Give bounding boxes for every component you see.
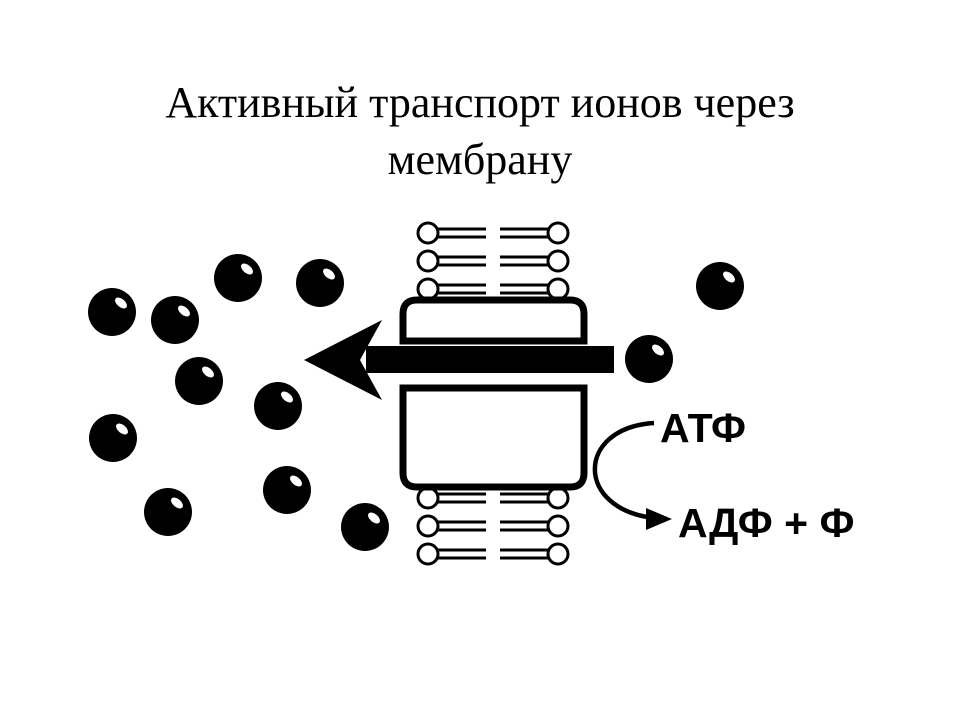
ion-icon (263, 466, 311, 514)
phospholipid-icon (416, 542, 570, 566)
ion-icon (88, 288, 136, 336)
phospholipid-icon (416, 514, 570, 538)
phospholipid-icon (416, 486, 570, 510)
title-line-1: Активный транспорт ионов через (165, 78, 795, 127)
curved-arrow-icon (592, 420, 672, 530)
ion-icon (151, 296, 199, 344)
title-line-2: мембрану (387, 135, 573, 184)
ion-icon (625, 335, 673, 383)
ion-icon (341, 503, 389, 551)
ion-icon (296, 259, 344, 307)
upper-lipid-layer (416, 221, 570, 301)
ion-icon (696, 262, 744, 310)
atp-label: АТФ (660, 405, 746, 451)
ion-icon (254, 382, 302, 430)
products-label: АДФ + Ф (678, 500, 855, 546)
phospholipid-icon (416, 277, 570, 301)
ion-icon (89, 414, 137, 462)
transport-protein-upper (399, 296, 588, 345)
ion-icon (175, 357, 223, 405)
lower-lipid-layer (416, 486, 570, 566)
ion-icon (214, 254, 262, 302)
transport-arrow-icon (304, 320, 614, 400)
transport-protein-lower (399, 384, 588, 491)
phospholipid-icon (416, 249, 570, 273)
ion-icon (144, 488, 192, 536)
phospholipid-icon (416, 221, 570, 245)
slide-title: Активный транспорт ионов через мембрану (0, 74, 960, 188)
